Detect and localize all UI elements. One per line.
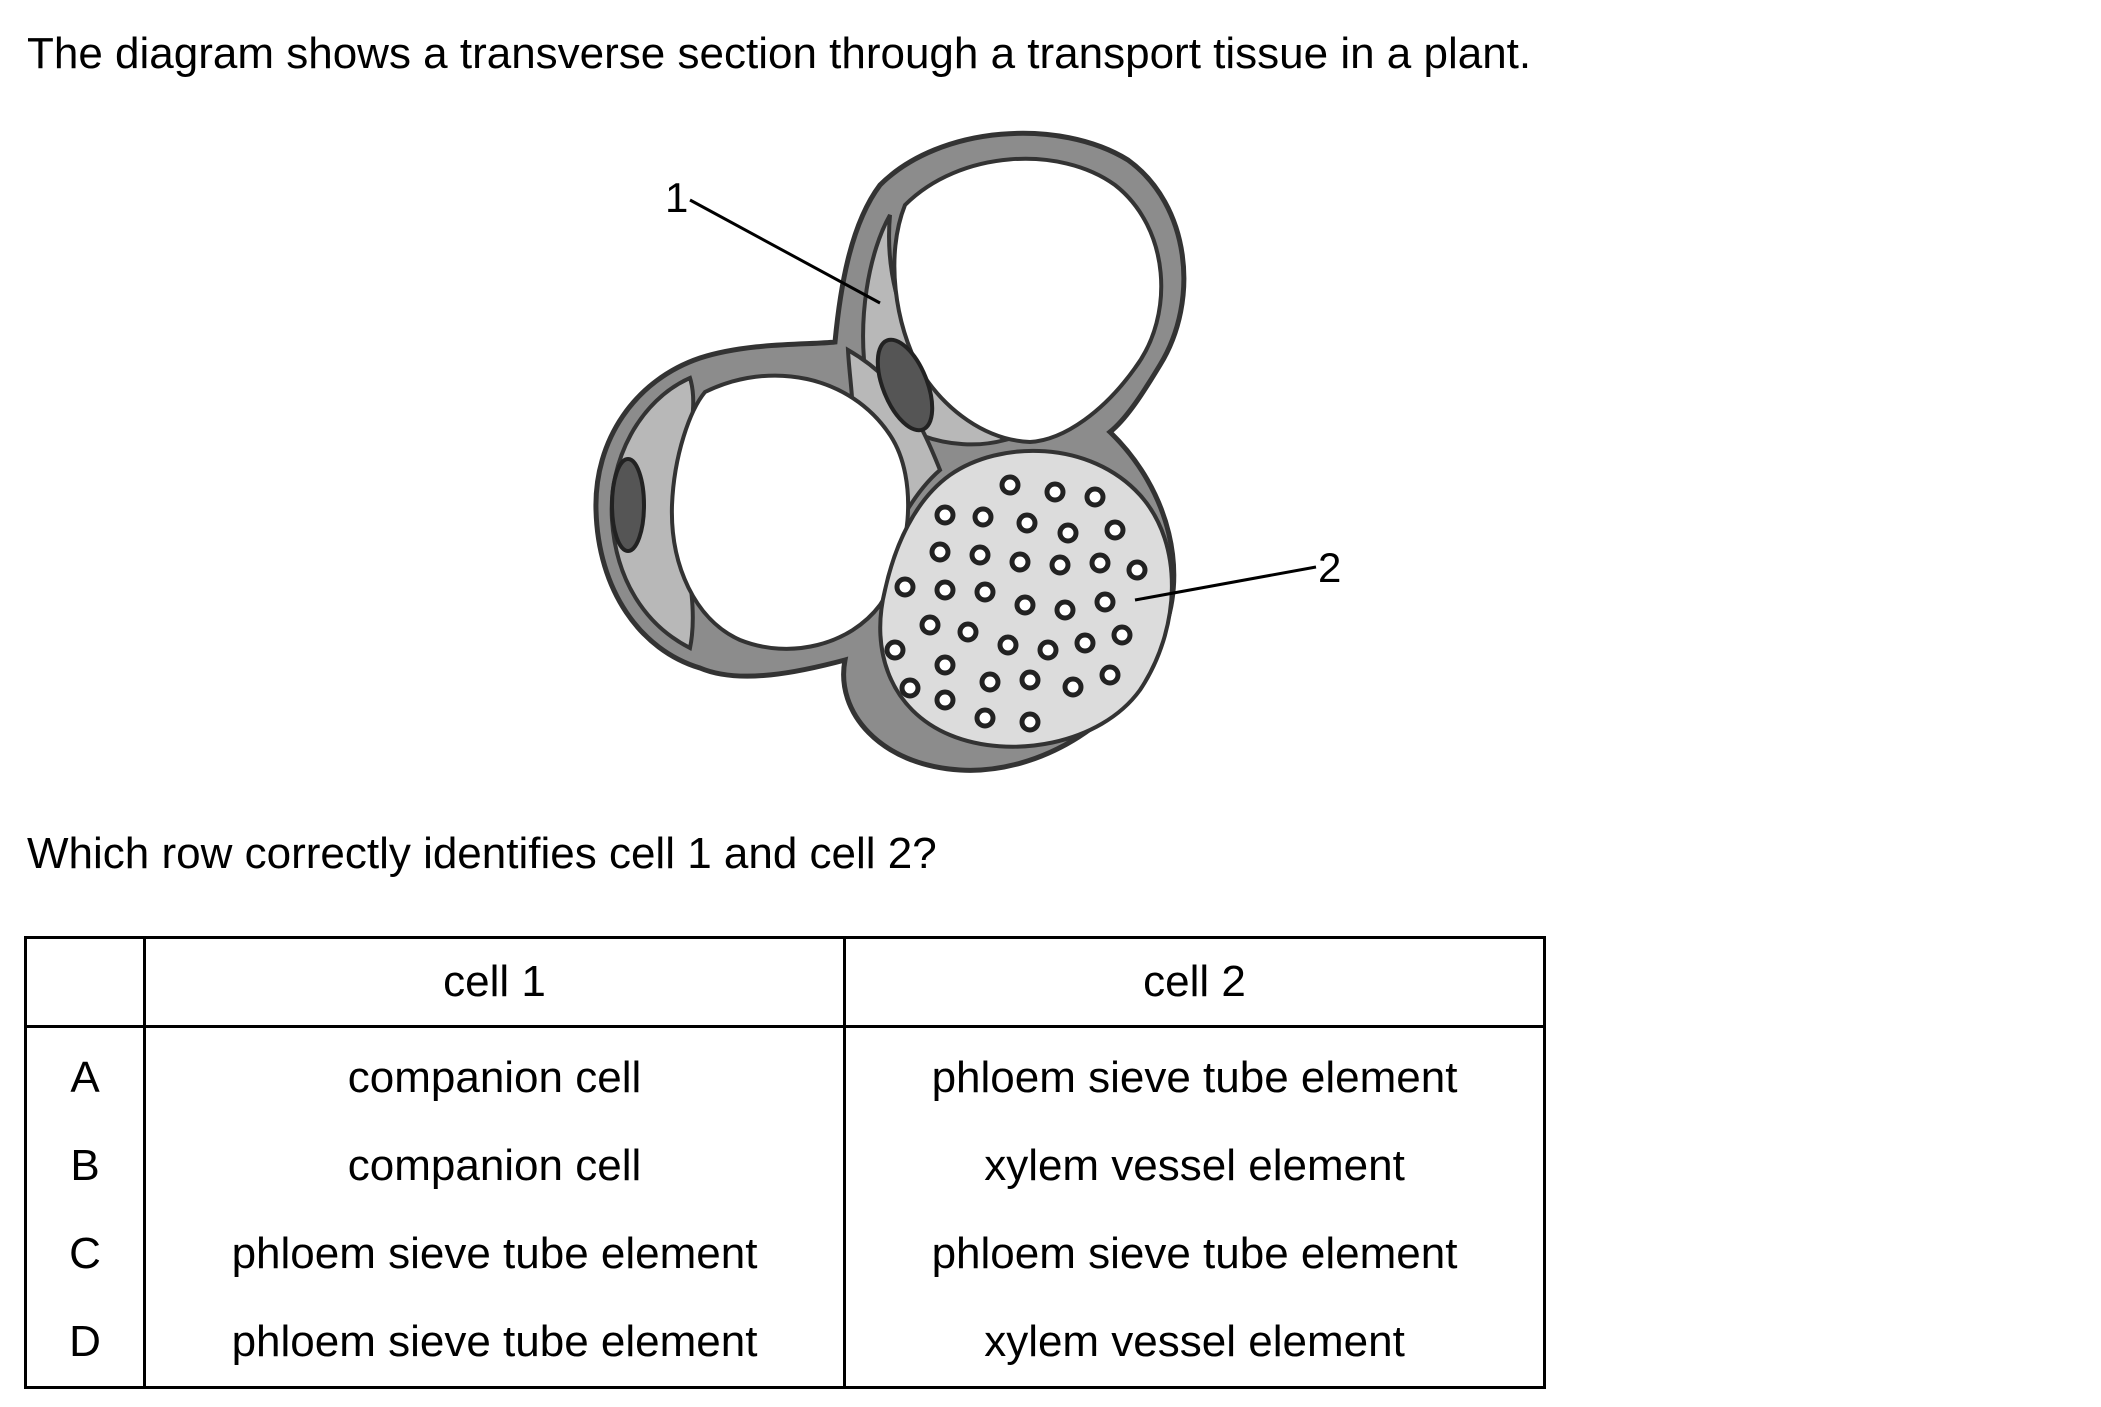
diagram-svg: 1 2 xyxy=(593,130,1341,773)
row-key: A xyxy=(24,1026,146,1122)
left-cell-lumen xyxy=(669,373,911,651)
label-2-line xyxy=(1134,565,1317,602)
label-1: 1 xyxy=(665,174,688,221)
intro-text: The diagram shows a transverse section t… xyxy=(27,29,1532,78)
question-text: Which row correctly identifies cell 1 an… xyxy=(27,829,937,878)
label-1-line xyxy=(689,198,881,305)
wall-pits xyxy=(884,474,1148,733)
table-row: B companion cell xylem vessel element xyxy=(24,1122,1546,1210)
row-cell-1: phloem sieve tube element xyxy=(143,1298,846,1389)
table-row: C phloem sieve tube element phloem sieve… xyxy=(24,1210,1546,1298)
header-cell-1: cell 1 xyxy=(143,936,846,1028)
row-key: C xyxy=(24,1210,146,1298)
row-cell-2: xylem vessel element xyxy=(843,1122,1546,1210)
companion-nucleus-upper xyxy=(875,337,935,433)
table-row: D phloem sieve tube element xylem vessel… xyxy=(24,1298,1546,1389)
label-2: 2 xyxy=(1318,544,1341,591)
row-cell-1: companion cell xyxy=(143,1122,846,1210)
row-cell-2: phloem sieve tube element xyxy=(843,1026,1546,1122)
header-cell-2: cell 2 xyxy=(843,936,1546,1028)
row-key: D xyxy=(24,1298,146,1389)
row-cell-1: phloem sieve tube element xyxy=(143,1210,846,1298)
answer-table: cell 1 cell 2 A companion cell phloem si… xyxy=(24,936,1546,1389)
header-key xyxy=(24,936,146,1028)
transport-tissue-diagram: 1 2 xyxy=(560,110,1380,790)
row-cell-2: phloem sieve tube element xyxy=(843,1210,1546,1298)
companion-nucleus-left xyxy=(610,457,646,553)
row-cell-2: xylem vessel element xyxy=(843,1298,1546,1389)
table-header-row: cell 1 cell 2 xyxy=(24,936,1546,1028)
row-key: B xyxy=(24,1122,146,1210)
table-row: A companion cell phloem sieve tube eleme… xyxy=(24,1026,1546,1122)
row-cell-1: companion cell xyxy=(143,1026,846,1122)
